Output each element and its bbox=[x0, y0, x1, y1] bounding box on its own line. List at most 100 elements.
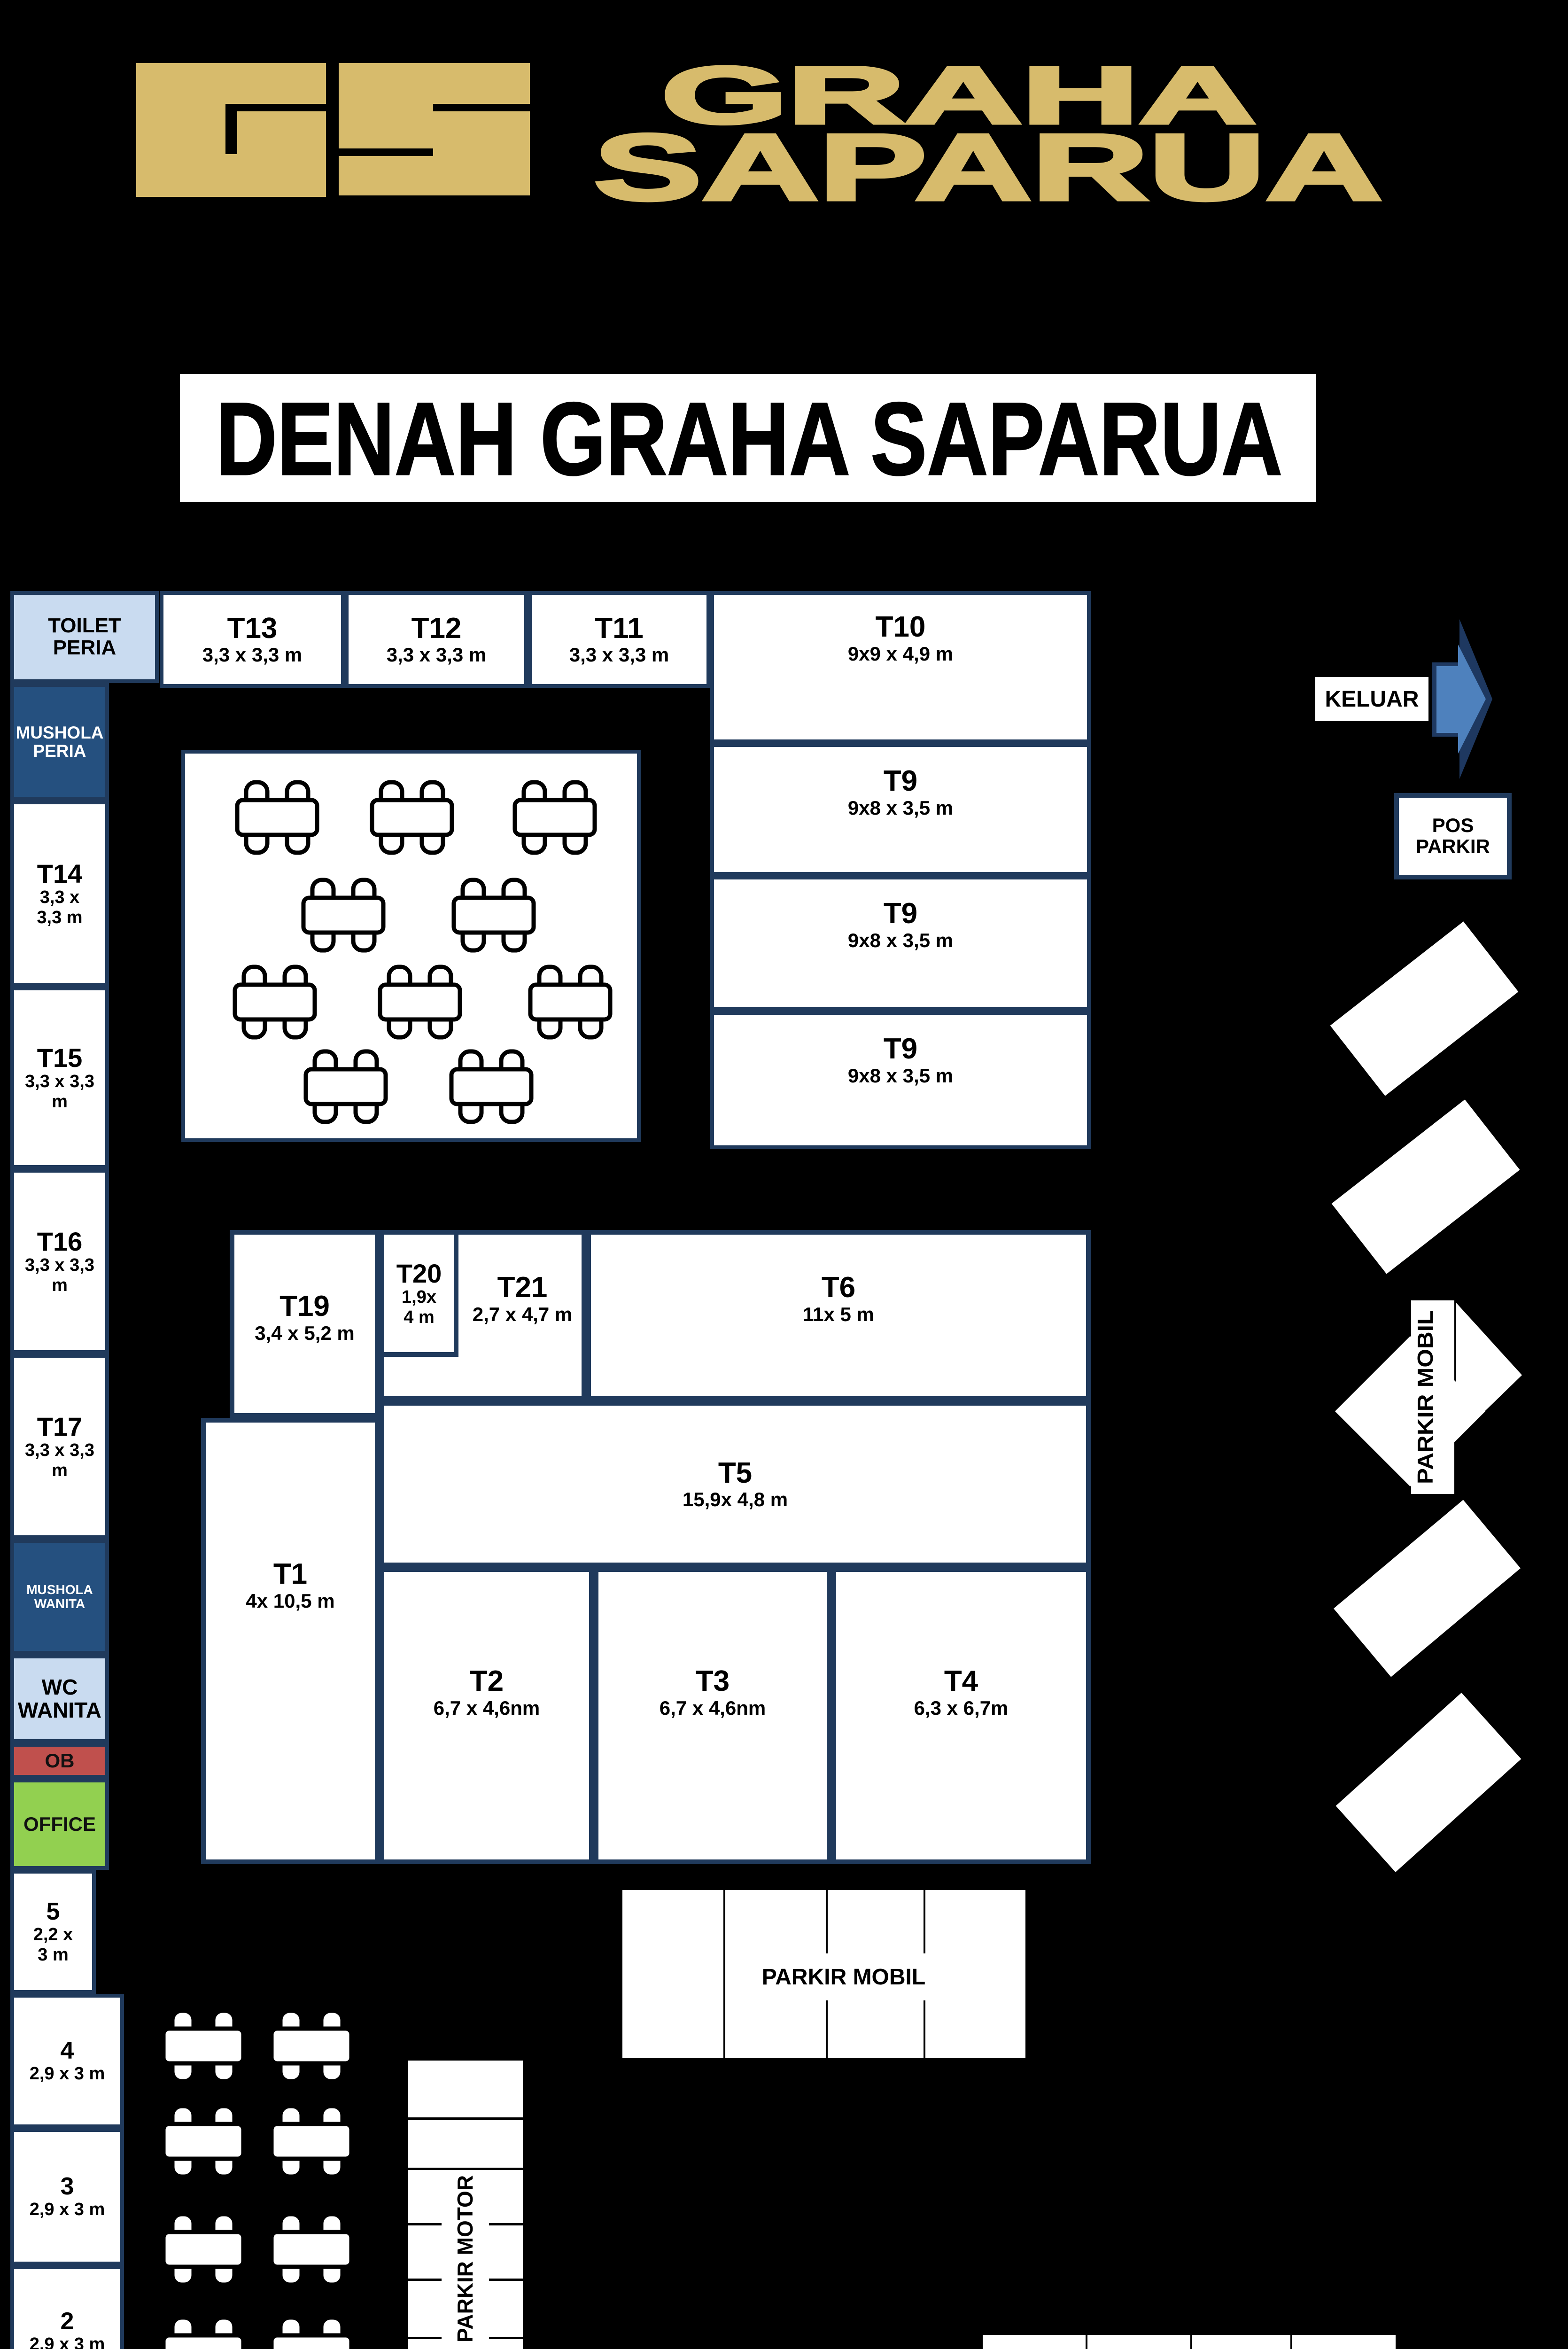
room-label: OB bbox=[45, 1749, 75, 1772]
room-label: WC WANITA bbox=[17, 1675, 101, 1722]
room-dims: 9x8 x 3,5 m bbox=[847, 1064, 954, 1087]
parking-spot-diagonal bbox=[1330, 921, 1519, 1096]
room-2: 2 2,9 x 3 m bbox=[10, 2265, 124, 2349]
room-t10: T10 9x9 x 4,9 m bbox=[710, 591, 1091, 743]
room-dims: 3,3 x 3,3 m bbox=[386, 644, 487, 666]
room-dims: 2,9 x 3 m bbox=[29, 2334, 105, 2349]
room-t15: T15 3,3 x 3,3 m bbox=[10, 987, 109, 1169]
room-mushola-peria: MUSHOLA PERIA bbox=[10, 683, 109, 801]
parking-spot-diagonal bbox=[1331, 1099, 1520, 1274]
parking-divider bbox=[1086, 2335, 1087, 2349]
room-wc-wanita: WC WANITA bbox=[10, 1655, 109, 1743]
room-label: T14 bbox=[37, 858, 83, 888]
room-dims: 9x8 x 3,5 m bbox=[847, 929, 954, 951]
room-dims: 2,9 x 3 m bbox=[29, 2200, 105, 2220]
room-dims: 2,2 x 3 m bbox=[33, 1925, 73, 1965]
keluar-box: KELUAR bbox=[1315, 677, 1428, 721]
table-icon bbox=[163, 2106, 243, 2177]
gs-logo-icon bbox=[136, 63, 530, 197]
arrow-head bbox=[1456, 1302, 1522, 1439]
hall-box bbox=[181, 750, 641, 1142]
room-t9-2: T9 9x8 x 3,5 m bbox=[710, 876, 1091, 1011]
room-label: 5 bbox=[46, 1898, 60, 1925]
room-dims: 2,9 x 3 m bbox=[29, 2064, 105, 2084]
room-label: OFFICE bbox=[23, 1812, 96, 1835]
parking-divider bbox=[1290, 2335, 1292, 2349]
parkir-mobil-top-label: PARKIR MOBIL bbox=[754, 1953, 933, 2000]
room-dims: 3,3 x 3,3 m bbox=[569, 644, 669, 666]
room-t12: T12 3,3 x 3,3 m bbox=[345, 591, 528, 688]
room-dims: 3,4 x 5,2 m bbox=[255, 1322, 355, 1344]
parkir-mobil-bottom-box bbox=[983, 2335, 1396, 2349]
room-t5: T5 15,9x 4,8 m bbox=[380, 1401, 1091, 1567]
room-dims: 6,7 x 4,6nm bbox=[433, 1696, 540, 1719]
room-dims: 1,9x 4 m bbox=[402, 1287, 436, 1327]
room-label: T9 bbox=[883, 1033, 918, 1065]
room-label: 2 bbox=[60, 2307, 74, 2335]
room-t20: T20 1,9x 4 m bbox=[380, 1230, 458, 1357]
room-dims: 3,3 x 3,3 m bbox=[25, 1072, 94, 1112]
table-icon bbox=[163, 2214, 243, 2285]
room-label: TOILET PERIA bbox=[48, 614, 121, 659]
room-label: T10 bbox=[875, 611, 926, 643]
room-t13: T13 3,3 x 3,3 m bbox=[160, 591, 345, 688]
room-label: T19 bbox=[279, 1290, 330, 1322]
label-text: PARKIR MOTOR bbox=[453, 2175, 478, 2342]
room-label: T1 bbox=[273, 1558, 308, 1590]
parkir-motor-label: PARKIR MOTOR bbox=[442, 2175, 489, 2342]
room-dims: 9x9 x 4,9 m bbox=[847, 642, 954, 665]
parking-divider bbox=[408, 2168, 523, 2170]
room-5: 5 2,2 x 3 m bbox=[10, 1870, 96, 1994]
room-label: T5 bbox=[718, 1456, 753, 1489]
room-t11: T11 3,3 x 3,3 m bbox=[528, 591, 710, 688]
room-dims: 4x 10,5 m bbox=[246, 1589, 335, 1612]
room-dims: 3,3 x 3,3 m bbox=[202, 644, 303, 666]
room-dims: 3,3 x 3,3 m bbox=[25, 1255, 94, 1295]
keluar-arrow-icon bbox=[1432, 619, 1492, 779]
room-label: T15 bbox=[37, 1042, 83, 1073]
table-icon bbox=[272, 2106, 351, 2177]
room-dims: 3,3 x 3,3 m bbox=[37, 887, 83, 927]
parking-spot-diagonal bbox=[1335, 1692, 1521, 1873]
brand-line1: GRAHA bbox=[661, 50, 1256, 140]
label-strip bbox=[1411, 1300, 1454, 1494]
label-text: KELUAR bbox=[1325, 686, 1419, 712]
room-4: 4 2,9 x 3 m bbox=[10, 1994, 124, 2128]
room-label: T6 bbox=[821, 1271, 856, 1304]
room-t1: T1 4x 10,5 m bbox=[201, 1418, 380, 1864]
pos-parkir-box: POS PARKIR bbox=[1394, 793, 1512, 879]
room-t17: T17 3,3 x 3,3 m bbox=[10, 1354, 109, 1539]
brand-line2: SAPARUA bbox=[594, 115, 1382, 220]
room-t19: T19 3,4 x 5,2 m bbox=[230, 1230, 380, 1418]
room-label: T9 bbox=[883, 897, 918, 930]
room-ob: OB bbox=[10, 1743, 109, 1779]
room-t9-1: T9 9x8 x 3,5 m bbox=[710, 743, 1091, 876]
label-text: POS PARKIR bbox=[1416, 814, 1490, 857]
room-label: T20 bbox=[396, 1258, 442, 1288]
room-label: 3 bbox=[60, 2173, 74, 2201]
table-icon bbox=[163, 2318, 243, 2349]
room-label: T16 bbox=[37, 1226, 83, 1256]
label-text: PARKIR MOBIL bbox=[761, 1964, 926, 1990]
canteen-tables bbox=[163, 2011, 351, 2349]
parking-divider bbox=[408, 2117, 523, 2120]
room-label: MUSHOLA PERIA bbox=[16, 723, 104, 761]
room-dims: 6,3 x 6,7m bbox=[914, 1696, 1009, 1719]
room-label: T13 bbox=[227, 612, 278, 645]
parkir-mobil-side-label: PARKIR MOBIL bbox=[1413, 1310, 1437, 1484]
room-label: T3 bbox=[695, 1665, 730, 1697]
room-3: 3 2,9 x 3 m bbox=[10, 2128, 124, 2265]
room-t16: T16 3,3 x 3,3 m bbox=[10, 1169, 109, 1354]
room-label: T2 bbox=[469, 1665, 504, 1697]
room-label: MUSHOLA WANITA bbox=[26, 1582, 93, 1611]
table-icon bbox=[272, 2011, 351, 2081]
table-icon bbox=[163, 2011, 243, 2081]
room-t14: T14 3,3 x 3,3 m bbox=[10, 801, 109, 987]
room-mushola-wanita: MUSHOLA WANITA bbox=[10, 1539, 109, 1655]
room-label: T12 bbox=[411, 612, 462, 645]
room-t6: T6 11x 5 m bbox=[586, 1230, 1091, 1401]
parking-spot-diagonal bbox=[1334, 1500, 1521, 1677]
title-box bbox=[180, 374, 1316, 502]
room-dims: 3,3 x 3,3 m bbox=[25, 1440, 94, 1480]
